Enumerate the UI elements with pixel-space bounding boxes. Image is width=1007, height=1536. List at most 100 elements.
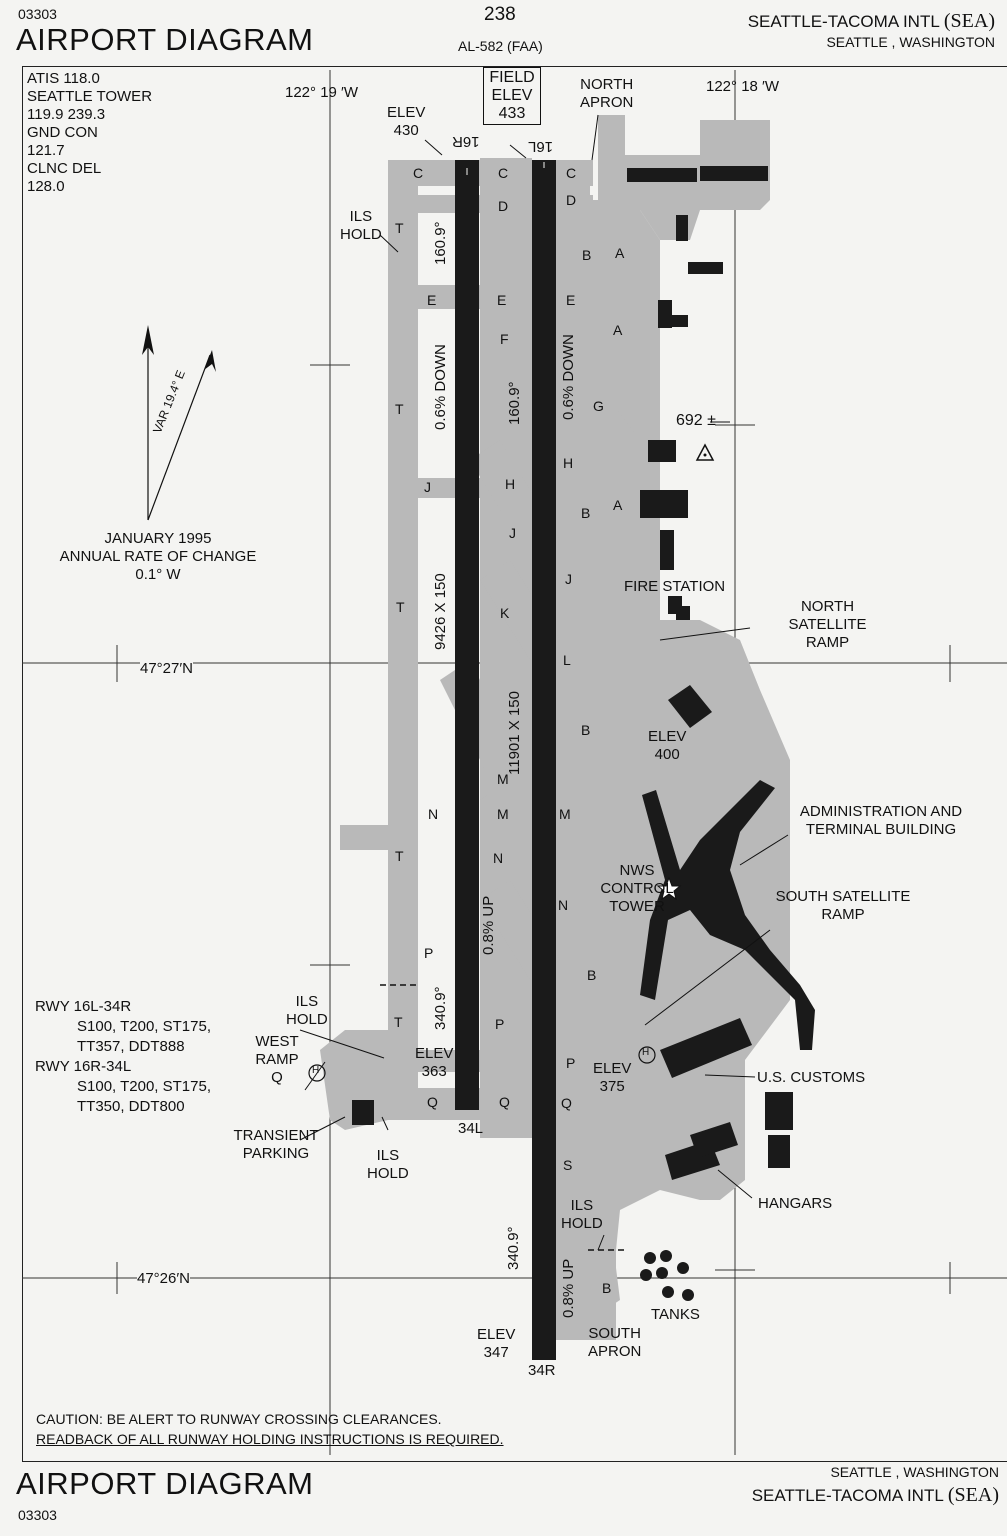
- heliport-west-icon: H: [312, 1065, 320, 1076]
- taxiway-T-1: T: [395, 220, 404, 236]
- airport-code-bottom: (SEA): [947, 1484, 999, 1506]
- nws-line3: TOWER: [609, 898, 665, 915]
- rwy2-line2: TT350, DDT800: [77, 1098, 185, 1115]
- airport-name-top-text: SEATTLE-TACOMA INTL: [747, 12, 940, 31]
- taxiway-B-1: B: [582, 247, 592, 263]
- clearance-freq: 128.0: [27, 178, 65, 195]
- ground-label: GND CON: [27, 124, 98, 141]
- taxiway-J-1: J: [424, 479, 431, 495]
- elev-430-label: ELEV: [387, 104, 426, 121]
- tower-label: SEATTLE TOWER: [27, 88, 153, 105]
- tower-star-icon: [656, 876, 682, 901]
- taxiway-B-4: B: [587, 967, 597, 983]
- leader-lines: [299, 114, 789, 1251]
- magvar-block: JANUARY 1995 ANNUAL RATE OF CHANGE 0.1° …: [50, 530, 266, 584]
- elev-347-label: ELEV: [477, 1326, 516, 1343]
- atis-freq: ATIS 118.0: [27, 70, 100, 87]
- runway-end-16L: 16L: [528, 138, 554, 155]
- taxiway-A-2: A: [613, 322, 623, 338]
- west-ramp-line2: RAMP: [255, 1051, 299, 1068]
- nws-line1: NWS: [619, 862, 655, 879]
- taxiway-D-1: D: [498, 198, 509, 214]
- hangars-label: HANGARS: [758, 1195, 833, 1212]
- south-apron-line1: SOUTH: [588, 1325, 641, 1342]
- taxiway-E-1: E: [427, 292, 437, 308]
- ssat-line1: SOUTH SATELLITE: [775, 888, 911, 905]
- ils-hold-west-2: HOLD: [286, 1011, 328, 1028]
- taxiway-M-2: M: [497, 806, 509, 822]
- rwy2-label: RWY 16R-34L: [35, 1058, 132, 1075]
- runway-16R-34L: [455, 160, 479, 1110]
- tower-freq: 119.9 239.3: [27, 106, 106, 123]
- city-state-bottom: SEATTLE , WASHINGTON: [830, 1464, 999, 1480]
- runway-end-34L: 34L: [458, 1120, 484, 1137]
- rwy1-line1: S100, T200, ST175,: [77, 1018, 211, 1035]
- latitude-south: 47°26′N: [137, 1270, 191, 1288]
- doc-number-bottom: 03303: [18, 1507, 57, 1523]
- heading-160-east: 160.9°: [506, 381, 523, 425]
- ils-hold-east-1: ILS: [570, 1197, 594, 1214]
- runway-16L-34R: [532, 160, 556, 1360]
- rwy1-label: RWY 16L-34R: [35, 998, 132, 1015]
- taxiway-N-2: N: [493, 850, 504, 866]
- runway-end-16R: 16R: [452, 133, 480, 150]
- taxiway-B-2: B: [581, 505, 591, 521]
- city-state-top: SEATTLE , WASHINGTON: [826, 34, 995, 50]
- taxiway-B-3: B: [581, 722, 591, 738]
- taxiway-Q-2: Q: [499, 1094, 510, 1110]
- runway-markings: [466, 162, 545, 175]
- runway-end-34R: 34R: [528, 1362, 556, 1379]
- nsat-line2: RAMP: [805, 634, 850, 651]
- taxiway-P-2: P: [495, 1016, 505, 1032]
- elev-400-value: 400: [654, 746, 680, 763]
- tanks-label: TANKS: [651, 1306, 700, 1323]
- heliports: [308, 1046, 656, 1082]
- airport-name-bottom: SEATTLE-TACOMA INTL (SEA): [752, 1484, 999, 1507]
- taxiway-D-2: D: [566, 192, 577, 208]
- field-elevation-box: FIELD ELEV 433: [483, 67, 541, 125]
- dimension-west: 9426 X 150: [432, 573, 449, 650]
- page-number: 238: [484, 4, 516, 25]
- nws-line2: CONTROL: [600, 880, 674, 897]
- west-ramp-line1: WEST: [255, 1033, 299, 1050]
- elev-347-value: 347: [483, 1344, 509, 1361]
- taxiway-J-2: J: [509, 525, 516, 541]
- magvar-rate: 0.1° W: [135, 566, 181, 583]
- taxiway-M-1: M: [497, 771, 509, 787]
- ils-hold-east-2: HOLD: [561, 1215, 603, 1232]
- airport-name-top: SEATTLE-TACOMA INTL (SEA): [748, 10, 995, 33]
- taxiway-B-5: B: [602, 1280, 612, 1296]
- transient-line2: PARKING: [242, 1145, 310, 1162]
- nsat-line1: NORTH SATELLITE: [788, 598, 867, 633]
- taxiway-T-3: T: [396, 599, 405, 615]
- ils-hold-north-1: ILS: [349, 208, 373, 225]
- runways: [455, 160, 556, 1360]
- taxiway-L: L: [563, 652, 571, 668]
- north-apron-line2: APRON: [580, 94, 634, 111]
- elev-363-value: 363: [421, 1063, 447, 1080]
- dimension-east: 11901 X 150: [506, 691, 523, 775]
- ils-hold-lines: [380, 984, 628, 1251]
- latitude-north: 47°27′N: [140, 660, 194, 678]
- faa-id: AL-582 (FAA): [458, 38, 543, 54]
- caution-line1: CAUTION: BE ALERT TO RUNWAY CROSSING CLE…: [36, 1411, 442, 1427]
- elev-375-value: 375: [599, 1078, 625, 1095]
- taxiway-C-1: C: [413, 165, 424, 181]
- admin-line1: ADMINISTRATION AND: [799, 803, 963, 820]
- taxiway-H-2: H: [505, 476, 516, 492]
- elev-363-label: ELEV: [415, 1045, 454, 1062]
- taxiway-K: K: [500, 605, 510, 621]
- longitude-west: 122° 19 ′W: [285, 84, 359, 101]
- admin-line2: TERMINAL BUILDING: [805, 821, 957, 838]
- ils-hold-west-1: ILS: [295, 993, 319, 1010]
- ground-freq: 121.7: [27, 142, 65, 159]
